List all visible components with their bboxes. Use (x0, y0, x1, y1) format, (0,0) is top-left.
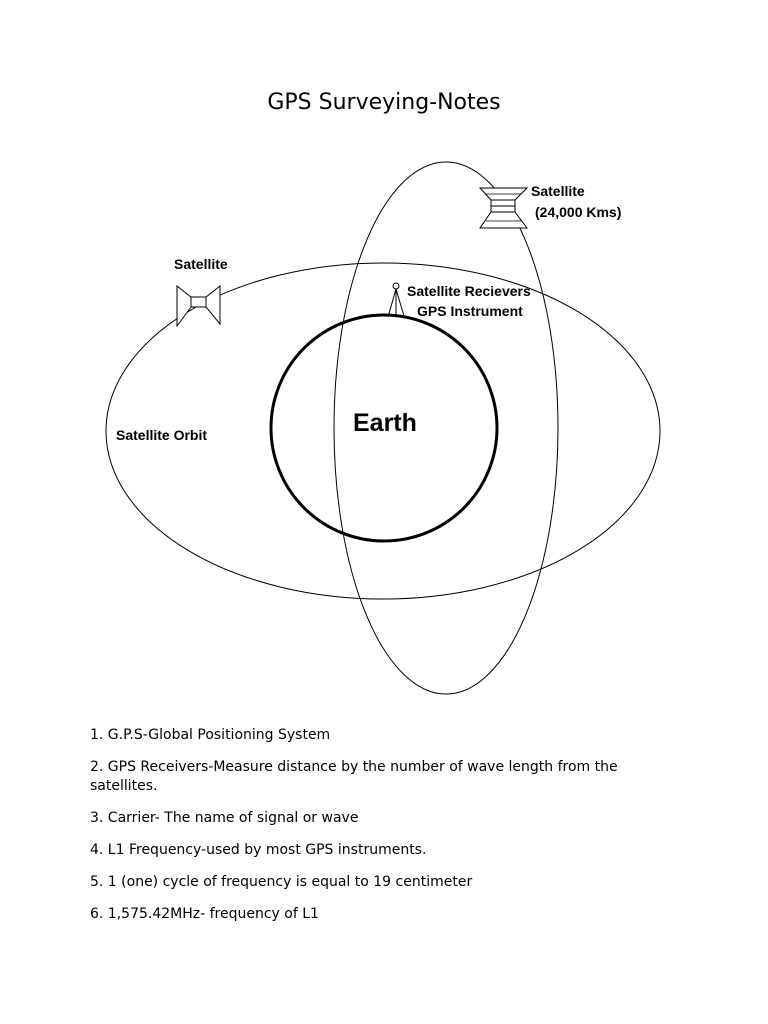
satellite-left-label: Satellite (174, 256, 228, 272)
satellite-top-label: Satellite (531, 183, 585, 199)
note-item: 4. L1 Frequency-used by most GPS instrum… (90, 842, 427, 858)
horizontal-orbit (105, 262, 661, 600)
note-item: 2. GPS Receivers-Measure distance by the… (90, 759, 618, 794)
page-title: GPS Surveying-Notes (267, 90, 501, 115)
note-item: 3. Carrier- The name of signal or wave (90, 810, 359, 826)
note-item: 5. 1 (one) cycle of frequency is equal t… (90, 874, 473, 890)
satellite-left-icon (176, 284, 221, 328)
earth-circle (269, 313, 499, 543)
gps-receiver-icon (387, 282, 405, 318)
vertical-orbit (333, 161, 559, 695)
earth-label: Earth (353, 409, 417, 437)
satellite-top-icon (478, 187, 529, 229)
orbit-label: Satellite Orbit (116, 427, 207, 443)
notes-list: 1. G.P.S-Global Positioning System 2. GP… (90, 726, 650, 937)
receiver-label-line2: GPS Instrument (417, 303, 523, 319)
satellite-top-altitude: (24,000 Kms) (535, 204, 621, 220)
note-item: 6. 1,575.42MHz- frequency of L1 (90, 906, 319, 922)
note-item: 1. G.P.S-Global Positioning System (90, 727, 331, 743)
receiver-label-line1: Satellite Recievers (407, 283, 531, 299)
